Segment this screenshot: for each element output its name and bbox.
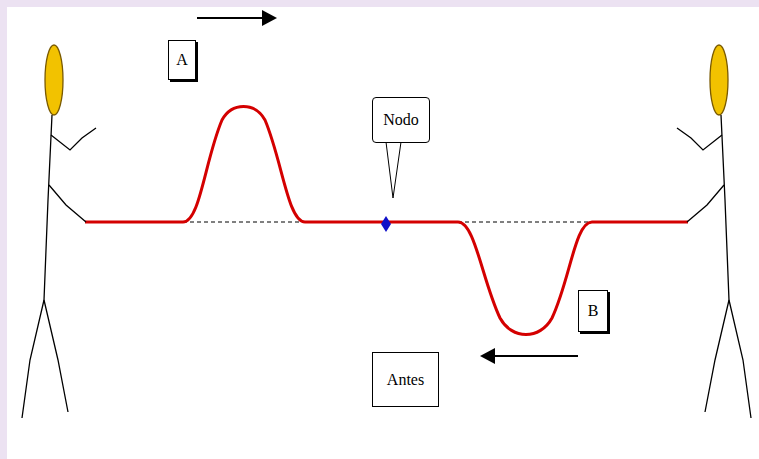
box-label: B [588,302,599,320]
callout-bubble: Nodo [372,97,430,143]
node-dot [381,216,391,232]
callout-tail [386,142,401,198]
motion-arrow [197,17,264,19]
caption-box: Antes [372,352,439,407]
label-box: B [578,290,608,332]
box-label: Antes [387,371,424,389]
label-box: A [168,40,196,80]
frame-band [0,0,7,459]
arrow-head [480,348,495,364]
rest-line [183,222,305,223]
box-label: Nodo [383,111,419,129]
stick-figure [22,45,96,418]
arrow-head [262,10,277,26]
motion-arrow [494,355,578,357]
stick-figure [677,45,751,418]
box-label: A [176,51,188,69]
frame-band [0,0,759,7]
rest-line [458,222,592,223]
